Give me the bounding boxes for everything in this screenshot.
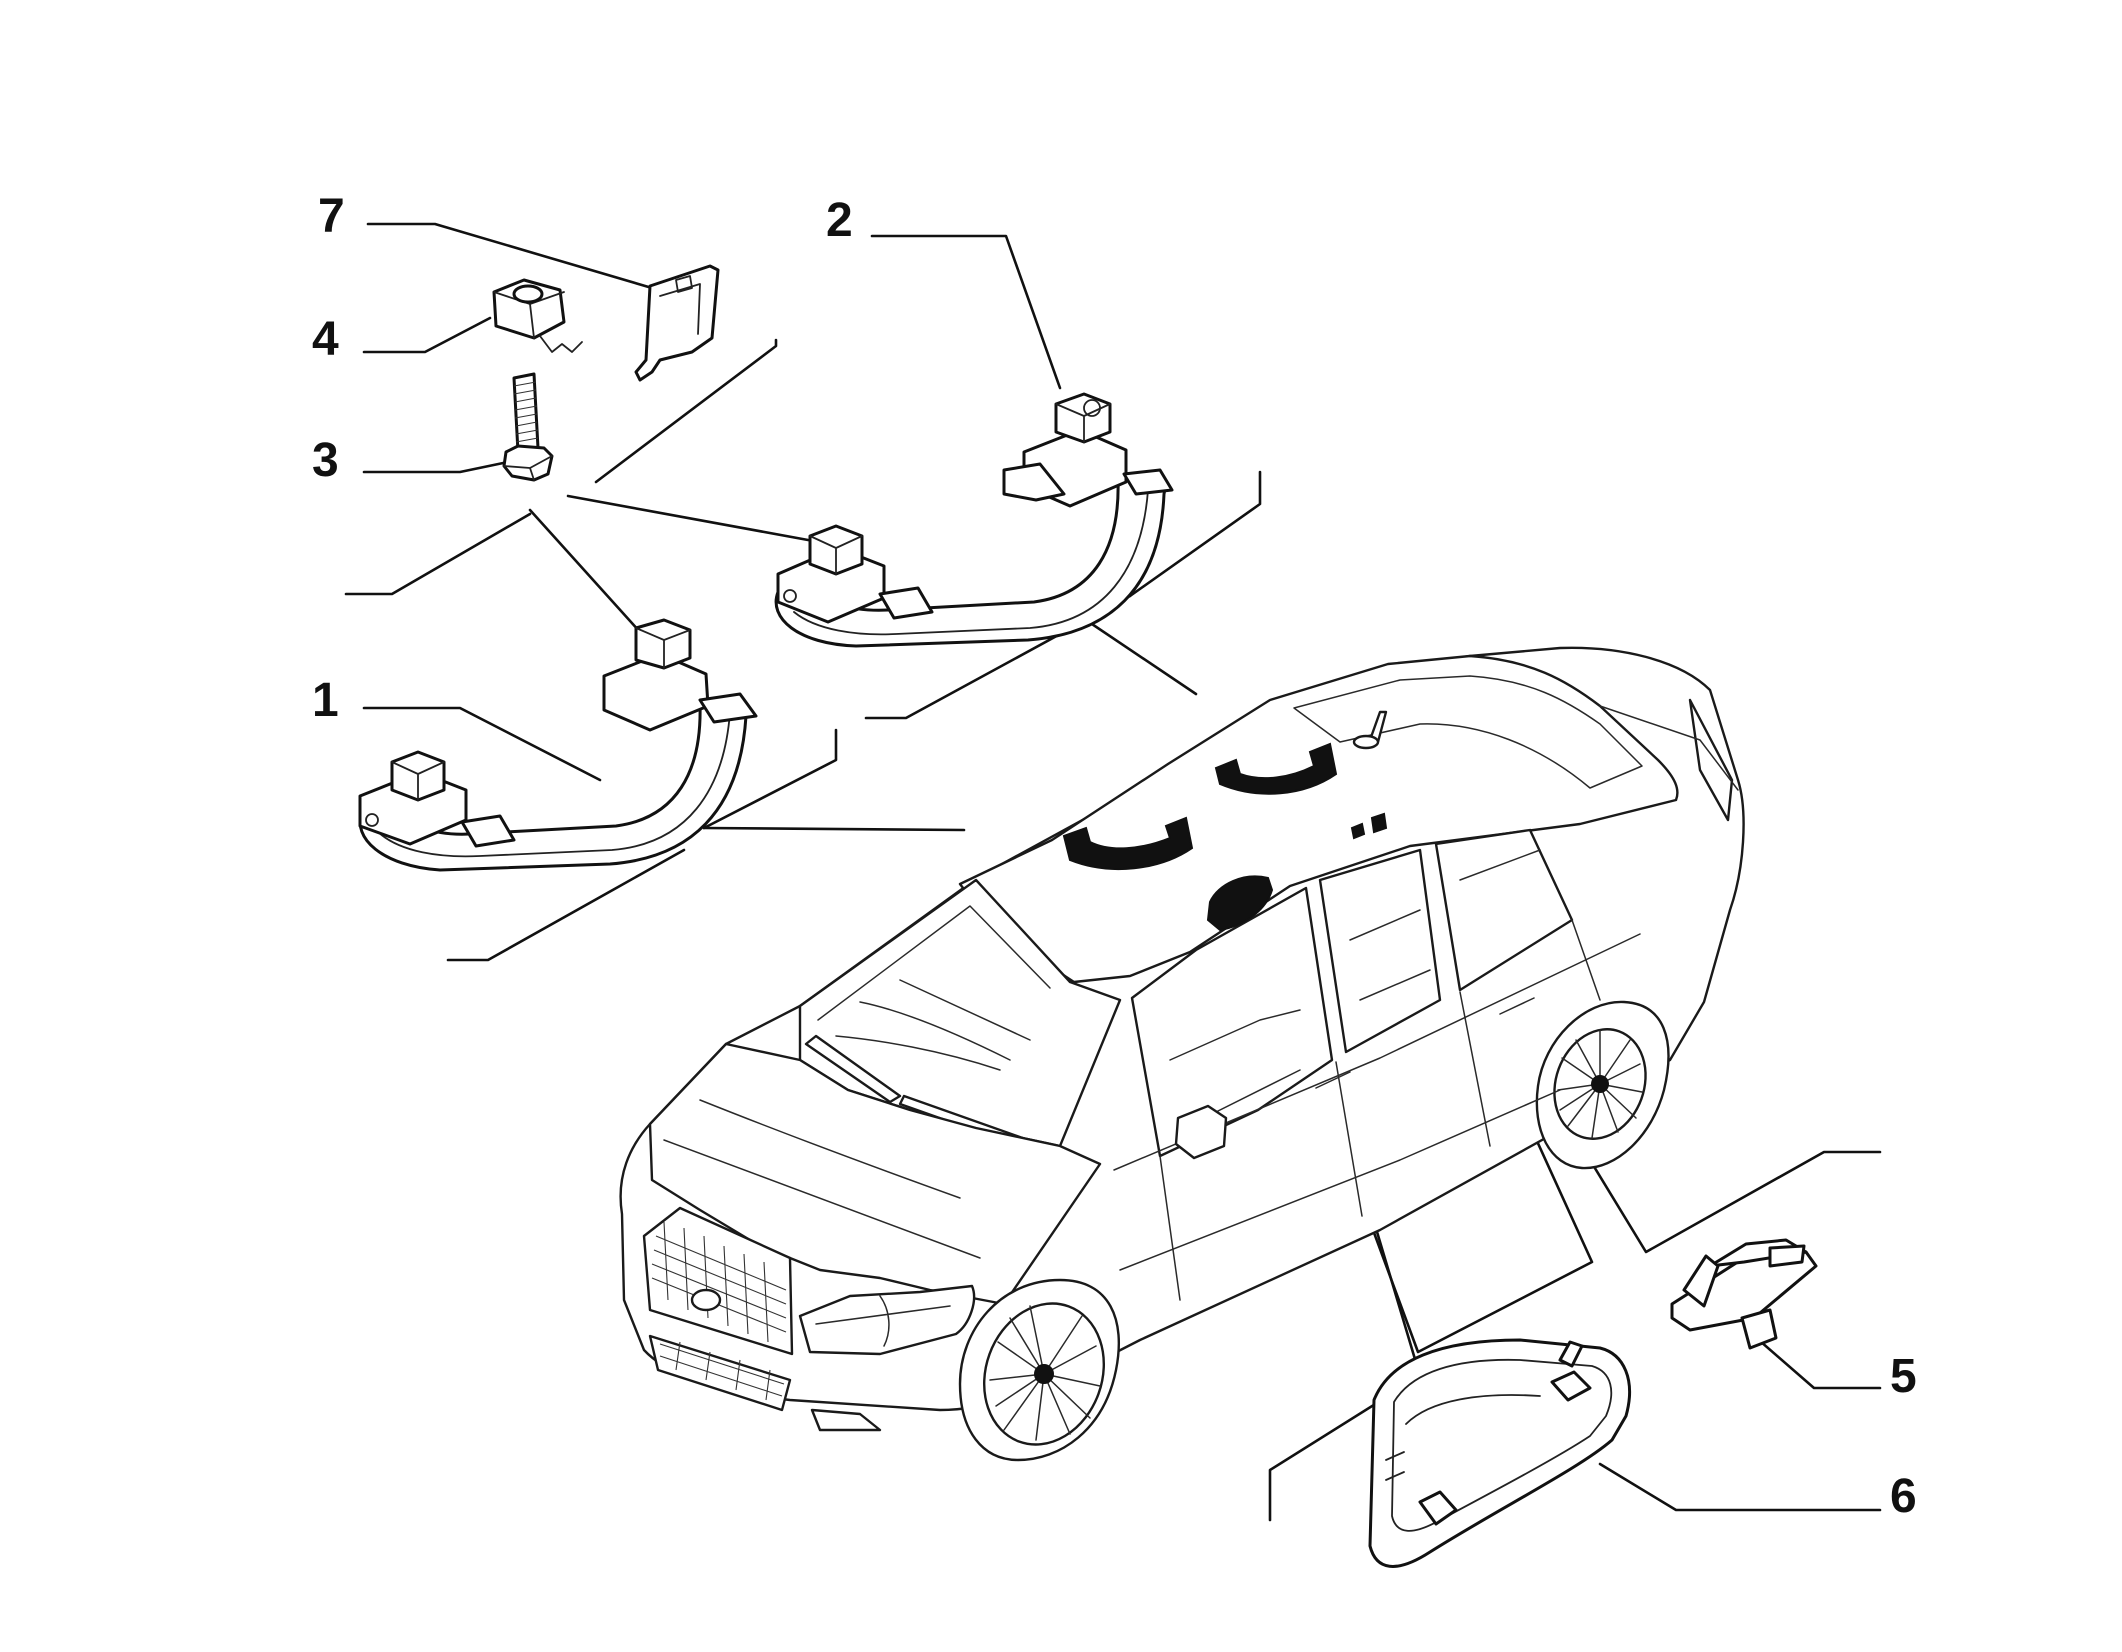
leader-3 — [362, 460, 510, 474]
part-4-clip-nut — [492, 278, 583, 353]
roof-light-marker — [1206, 875, 1274, 932]
roof-clip-marker-b — [1370, 812, 1388, 834]
part-6-courtesy-light — [1368, 1338, 1631, 1568]
part-5-clip — [1670, 1238, 1818, 1350]
leader-7 — [366, 222, 654, 290]
leader-screw-handle2 — [566, 494, 810, 542]
bracket-mid-left — [702, 728, 838, 830]
roof-clip-marker-a — [1350, 822, 1366, 840]
roof-handle-front-marker — [1062, 816, 1194, 870]
leader-screw-handle1 — [528, 508, 642, 634]
callout-4: 4 — [312, 313, 339, 366]
callout-2: 2 — [826, 194, 853, 247]
callout-6: 6 — [1890, 1470, 1917, 1523]
bracket-lower — [446, 848, 686, 962]
part-2-grab-handle — [774, 392, 1174, 648]
callout-1: 1 — [312, 674, 339, 727]
leader-5 — [1743, 1326, 1882, 1390]
leader-1 — [362, 706, 602, 782]
car-illustration — [619, 646, 1745, 1462]
part-1-grab-handle — [358, 618, 758, 872]
leader-6 — [1598, 1462, 1882, 1512]
roof-handle-rear-marker — [1214, 742, 1338, 795]
callout-5: 5 — [1890, 1350, 1917, 1403]
part-3-screw — [502, 372, 554, 482]
bracket-far-right — [1128, 470, 1262, 598]
callout-7: 7 — [318, 190, 345, 243]
arrow-to-rear-handles — [1078, 614, 1198, 696]
leader-2 — [870, 234, 1062, 390]
callout-3: 3 — [312, 434, 339, 487]
bracket-upper — [344, 512, 532, 596]
leader-4 — [362, 316, 492, 354]
arrow-to-front-handles — [702, 826, 966, 832]
part-7-clip-cover — [634, 264, 720, 382]
bracket-upper-right — [594, 338, 778, 484]
